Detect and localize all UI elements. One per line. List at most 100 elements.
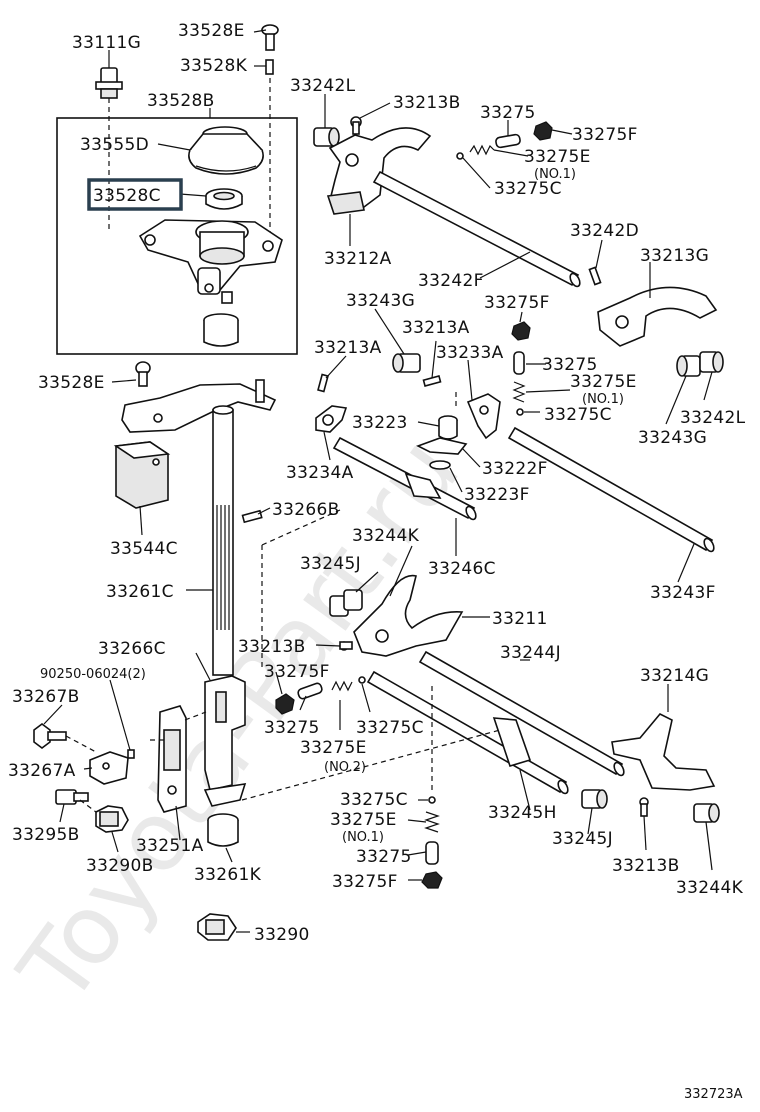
part-33245h-shift-rod[interactable] bbox=[366, 670, 570, 795]
label-33242f[interactable]: 33242F bbox=[418, 271, 484, 291]
part-33213b-bolt-mid[interactable] bbox=[339, 641, 353, 651]
part-33267a-lock-plate[interactable] bbox=[89, 751, 129, 785]
part-33245j-pad-bot[interactable] bbox=[581, 789, 608, 809]
label-33233a[interactable]: 33233A bbox=[436, 343, 504, 363]
part-33233a-head[interactable] bbox=[466, 393, 501, 440]
part-33528e-bolt-top[interactable] bbox=[261, 24, 279, 51]
part-90250-pin[interactable] bbox=[127, 749, 135, 759]
label-33242l-mid[interactable]: 33242L bbox=[680, 408, 746, 428]
label-33275-mid[interactable]: 33275 bbox=[542, 355, 598, 375]
part-33275c-ball-mid[interactable] bbox=[516, 408, 524, 416]
label-33275f-top[interactable]: 33275F bbox=[572, 125, 638, 145]
label-33290[interactable]: 33290 bbox=[254, 925, 310, 945]
part-33528k-pin[interactable] bbox=[265, 59, 274, 75]
part-33242f-shift-rod[interactable] bbox=[372, 170, 582, 288]
label-33266b[interactable]: 33266B bbox=[272, 500, 340, 520]
part-33213g-shift-fork[interactable] bbox=[597, 286, 718, 347]
part-33555d-boot[interactable] bbox=[188, 126, 264, 175]
label-33242d[interactable]: 33242D bbox=[570, 221, 639, 241]
label-90250[interactable]: 90250-06024(2) bbox=[40, 667, 146, 682]
small-pin-housing[interactable] bbox=[221, 291, 233, 304]
label-33275c-mid[interactable]: 33275C bbox=[544, 405, 612, 425]
part-33275c-ball-bot[interactable] bbox=[428, 796, 436, 804]
label-33211[interactable]: 33211 bbox=[492, 609, 548, 629]
label-33243g-right[interactable]: 33243G bbox=[638, 428, 707, 448]
label-33528c[interactable]: 33528C bbox=[93, 186, 161, 206]
part-33234a-head[interactable] bbox=[315, 405, 348, 433]
label-33290b[interactable]: 33290B bbox=[86, 856, 154, 876]
part-33243g-pad-right[interactable] bbox=[676, 355, 701, 377]
label-33212a[interactable]: 33212A bbox=[324, 249, 392, 269]
part-33243g-pad-mid[interactable] bbox=[392, 353, 421, 373]
label-33251a[interactable]: 33251A bbox=[136, 836, 204, 856]
label-33245j-top[interactable]: 33245J bbox=[300, 554, 361, 574]
part-33242l-pad-right[interactable] bbox=[699, 351, 724, 373]
part-33244j-shift-rod[interactable] bbox=[418, 650, 626, 777]
part-33275-plunger-bot[interactable] bbox=[425, 841, 439, 865]
label-33275e-bot[interactable]: 33275E bbox=[330, 810, 397, 830]
label-33214g[interactable]: 33214G bbox=[640, 666, 709, 686]
part-33266b-pin[interactable] bbox=[241, 509, 263, 524]
label-33267a[interactable]: 33267A bbox=[8, 761, 76, 781]
part-33275e-spring-mid[interactable] bbox=[512, 381, 526, 403]
label-33275c-top[interactable]: 33275C bbox=[494, 179, 562, 199]
part-33275f-plug-bot[interactable] bbox=[421, 871, 443, 889]
part-33223f-clip[interactable] bbox=[429, 460, 451, 470]
part-33261k-bushing[interactable] bbox=[207, 813, 239, 847]
part-33223-sleeve[interactable] bbox=[438, 415, 458, 440]
label-33267b[interactable]: 33267B bbox=[12, 687, 80, 707]
part-33275e-spring-bot[interactable] bbox=[424, 811, 440, 833]
part-33213b-bolt-top[interactable] bbox=[350, 116, 362, 135]
part-33528e-bolt-mid[interactable] bbox=[135, 361, 151, 387]
label-33275-top[interactable]: 33275 bbox=[480, 103, 536, 123]
part-33544c-block[interactable] bbox=[113, 441, 171, 509]
label-33275-bot[interactable]: 33275 bbox=[356, 847, 412, 867]
label-33528b[interactable]: 33528B bbox=[147, 91, 215, 111]
label-33528k[interactable]: 33528K bbox=[180, 56, 248, 76]
label-33275e-mid[interactable]: 33275E bbox=[570, 372, 637, 392]
label-33275f-mid[interactable]: 33275F bbox=[484, 293, 550, 313]
part-33275f-plug-top[interactable] bbox=[533, 121, 553, 141]
part-33275f-plug-mid[interactable] bbox=[511, 321, 531, 341]
part-33275-plunger-low[interactable] bbox=[297, 682, 323, 700]
label-33111g[interactable]: 33111G bbox=[72, 33, 141, 53]
label-33223[interactable]: 33223 bbox=[352, 413, 408, 433]
label-33213a-b[interactable]: 33213A bbox=[402, 318, 470, 338]
label-33223f[interactable]: 33223F bbox=[464, 485, 530, 505]
label-33244j[interactable]: 33244J bbox=[500, 643, 561, 663]
part-33222f-plate[interactable] bbox=[415, 437, 468, 455]
label-33222f[interactable]: 33222F bbox=[482, 459, 548, 479]
label-33275c-low[interactable]: 33275C bbox=[356, 718, 424, 738]
label-33213a-a[interactable]: 33213A bbox=[314, 338, 382, 358]
label-33261k[interactable]: 33261K bbox=[194, 865, 262, 885]
part-33275e-spring-low[interactable] bbox=[331, 680, 353, 692]
label-33213b-bot[interactable]: 33213B bbox=[612, 856, 680, 876]
label-33244k-top[interactable]: 33244K bbox=[352, 526, 420, 546]
part-33528c-oil-seal[interactable] bbox=[205, 188, 243, 210]
part-33275f-plug-low[interactable] bbox=[275, 693, 295, 715]
part-33290b-switch[interactable] bbox=[95, 805, 129, 833]
label-33275f-bot[interactable]: 33275F bbox=[332, 872, 398, 892]
label-33213b-top[interactable]: 33213B bbox=[393, 93, 461, 113]
label-33213b-mid[interactable]: 33213B bbox=[238, 637, 306, 657]
label-33275e-low[interactable]: 33275E bbox=[300, 738, 367, 758]
part-33267b-bolt[interactable] bbox=[33, 723, 67, 749]
label-33245h[interactable]: 33245H bbox=[488, 803, 557, 823]
label-33234a[interactable]: 33234A bbox=[286, 463, 354, 483]
part-33275-plunger-top[interactable] bbox=[495, 133, 521, 149]
part-33246c-shift-rod[interactable] bbox=[332, 436, 478, 521]
label-33243g-mid[interactable]: 33243G bbox=[346, 291, 415, 311]
part-33212a-shift-fork[interactable] bbox=[326, 127, 432, 215]
part-33275c-ball-low[interactable] bbox=[358, 676, 366, 684]
label-33266c[interactable]: 33266C bbox=[98, 639, 166, 659]
label-33275-low[interactable]: 33275 bbox=[264, 718, 320, 738]
label-33528e-mid[interactable]: 33528E bbox=[38, 373, 105, 393]
part-33245j-pads-top[interactable] bbox=[329, 589, 363, 617]
label-33275c-bot[interactable]: 33275C bbox=[340, 790, 408, 810]
part-housing-bushing[interactable] bbox=[203, 313, 239, 347]
part-33111g-plug[interactable] bbox=[95, 67, 123, 99]
part-33275e-spring-top[interactable] bbox=[469, 144, 495, 156]
part-33213a-pin-b[interactable] bbox=[422, 375, 442, 387]
label-33242l-top[interactable]: 33242L bbox=[290, 76, 356, 96]
label-33555d[interactable]: 33555D bbox=[80, 135, 149, 155]
